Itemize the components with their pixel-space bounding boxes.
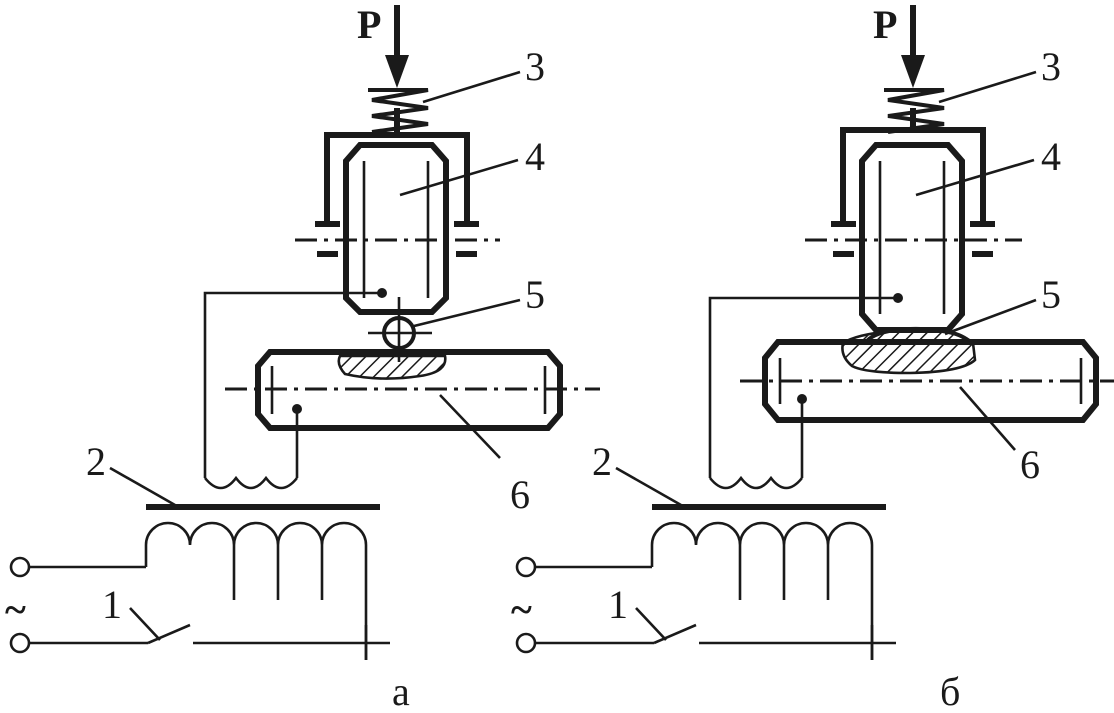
label-weld-a: 5	[525, 272, 545, 317]
caption-a: а	[392, 669, 410, 713]
spring-a: 3	[368, 44, 545, 134]
terminal-bottom-a	[9, 632, 31, 654]
panel-a: P 3 4	[5, 2, 600, 713]
panel-b: P 3 4 5	[511, 2, 1114, 713]
roller-electrode-a: 4	[295, 134, 545, 315]
switch-blade-b	[653, 623, 697, 645]
secondary-wiring-b	[708, 296, 898, 490]
label-spring-a: 3	[525, 44, 545, 89]
primary-circuit-a: 1 ~	[5, 556, 390, 660]
yoke-b	[831, 108, 995, 257]
terminal-top-a	[9, 556, 31, 578]
primary-circuit-b: 1 ~	[511, 556, 896, 660]
workpiece-a: 6	[225, 349, 600, 517]
workpiece-b: 6	[740, 328, 1114, 487]
label-roller-b: 4	[1041, 134, 1061, 179]
label-weld-b: 5	[1041, 272, 1061, 317]
terminal-bottom-b	[515, 632, 537, 654]
force-label-a: P	[357, 2, 381, 47]
roller-electrode-b: 4	[805, 134, 1061, 333]
yoke-a	[315, 108, 479, 257]
label-roller-a: 4	[525, 134, 545, 179]
label-workpiece-a: 6	[510, 472, 530, 517]
transformer-a: 2	[86, 439, 380, 660]
caption-b: б	[940, 669, 960, 713]
label-workpiece-b: 6	[1020, 442, 1040, 487]
force-arrow-a: P	[357, 2, 409, 88]
spring-b: 3	[884, 44, 1061, 134]
force-arrow-b: P	[873, 2, 925, 88]
label-transformer-b: 2	[592, 439, 612, 484]
weld-spot-a: 5	[368, 272, 545, 362]
ac-symbol-a: ~	[5, 587, 26, 632]
label-transformer-a: 2	[86, 439, 106, 484]
label-switch-a: 1	[102, 582, 122, 627]
force-label-b: P	[873, 2, 897, 47]
secondary-wiring-a	[203, 291, 382, 490]
switch-blade-a	[147, 623, 191, 645]
ac-symbol-b: ~	[511, 587, 532, 632]
terminal-top-b	[515, 556, 537, 578]
label-spring-b: 3	[1041, 44, 1061, 89]
transformer-b: 2	[592, 439, 886, 660]
label-switch-b: 1	[608, 582, 628, 627]
